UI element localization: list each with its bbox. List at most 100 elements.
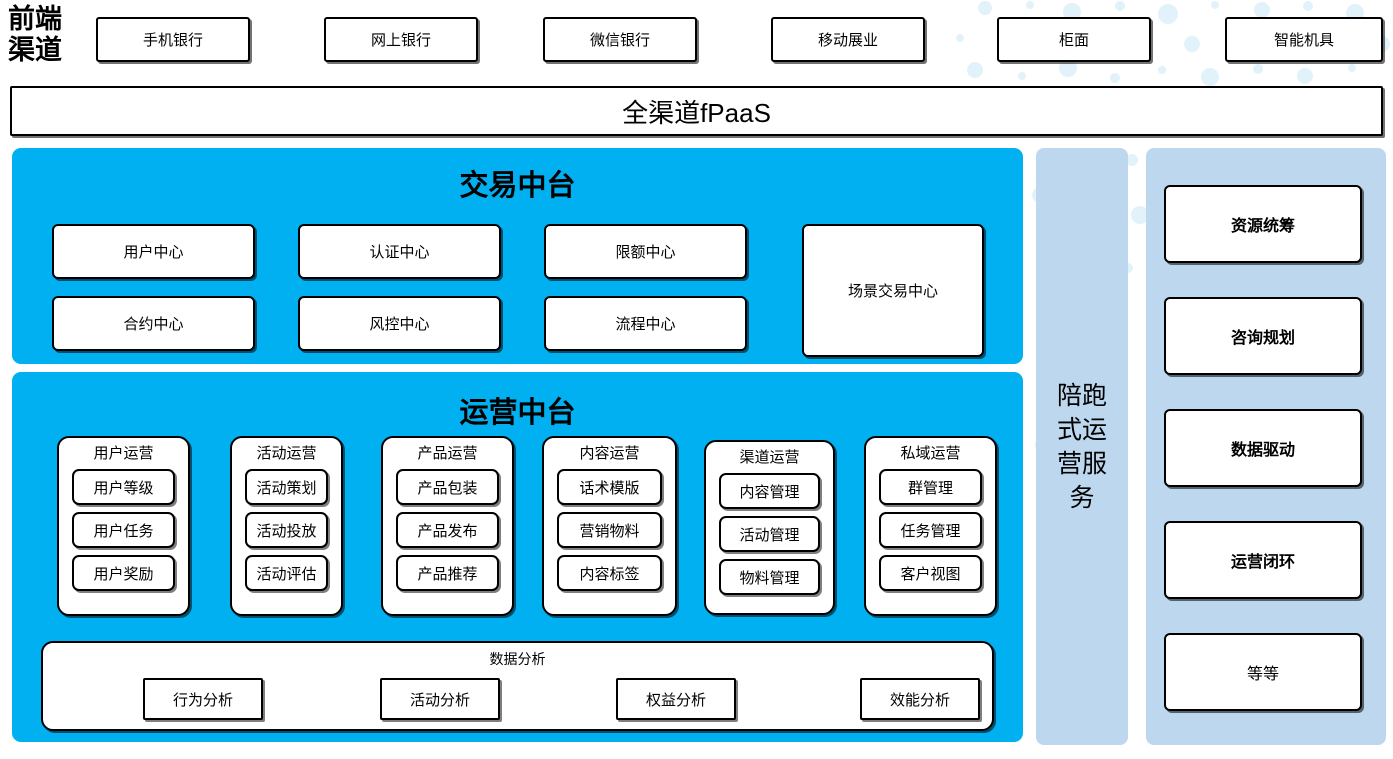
ops-group-5: 渠道运营内容管理活动管理物料管理	[704, 440, 835, 615]
ops-item-label: 营销物料	[579, 522, 640, 540]
service-pillar-label: 等等	[1246, 666, 1279, 683]
ops-item-label: 客户视图	[900, 565, 961, 583]
channel-label: 手机银行	[142, 32, 203, 49]
trade-node-label: 认证中心	[369, 244, 430, 261]
trade-node-5[interactable]: 合约中心	[52, 296, 255, 351]
service-pillar-label: 资源统筹	[1230, 218, 1295, 235]
ops-group-3: 产品运营产品包装产品发布产品推荐	[381, 436, 514, 616]
ops-group-title: 产品运营	[417, 445, 478, 462]
ops-item-label: 产品推荐	[417, 565, 478, 583]
service-pillar-5[interactable]: 等等	[1164, 633, 1362, 711]
service-pillar-2[interactable]: 咨询规划	[1164, 297, 1362, 375]
ops-item-label: 用户等级	[93, 479, 154, 497]
channel-label: 移动展业	[817, 32, 878, 49]
trade-node-7[interactable]: 流程中心	[544, 296, 747, 351]
ops-group-4-item-1[interactable]: 话术模版	[557, 469, 662, 505]
trade-node-4[interactable]: 场景交易中心	[802, 224, 984, 357]
ops-group-4-item-3[interactable]: 内容标签	[557, 555, 662, 591]
trade-node-label: 风控中心	[369, 316, 430, 333]
ops-group-2-item-1[interactable]: 活动策划	[245, 469, 328, 505]
service-pillar-1[interactable]: 资源统筹	[1164, 185, 1362, 263]
ops-group-1-item-1[interactable]: 用户等级	[72, 469, 175, 505]
ops-group-6-item-3[interactable]: 客户视图	[879, 555, 982, 591]
channel-box-4[interactable]: 移动展业	[771, 17, 925, 62]
channel-box-6[interactable]: 智能机具	[1225, 17, 1383, 62]
fpaas-bar[interactable]: 全渠道fPaaS	[10, 86, 1383, 136]
ops-group-1-item-2[interactable]: 用户任务	[72, 512, 175, 548]
trade-node-label: 流程中心	[615, 316, 676, 333]
ops-group-title: 用户运营	[93, 445, 154, 462]
channel-box-5[interactable]: 柜面	[997, 17, 1151, 62]
ops-group-5-item-2[interactable]: 活动管理	[719, 516, 820, 552]
ops-item-label: 物料管理	[739, 569, 800, 587]
ops-group-5-item-3[interactable]: 物料管理	[719, 559, 820, 595]
data-analysis-item-4[interactable]: 效能分析	[860, 678, 980, 720]
data-analysis-item-label: 行为分析	[172, 691, 233, 709]
service-pillar-label: 运营闭环	[1230, 554, 1295, 571]
trade-node-2[interactable]: 认证中心	[298, 224, 501, 279]
ops-item-label: 群管理	[907, 479, 953, 497]
data-analysis-item-3[interactable]: 权益分析	[616, 678, 736, 720]
data-analysis-item-2[interactable]: 活动分析	[380, 678, 500, 720]
ops-item-label: 活动投放	[256, 522, 317, 540]
data-analysis-item-label: 效能分析	[889, 691, 950, 709]
channel-label: 网上银行	[370, 32, 431, 49]
service-pillars-column: 资源统筹咨询规划数据驱动运营闭环等等	[1146, 148, 1386, 745]
ops-item-label: 内容标签	[579, 565, 640, 583]
channel-label: 智能机具	[1273, 32, 1334, 49]
ops-item-label: 话术模版	[579, 479, 640, 497]
ops-group-title: 渠道运营	[739, 449, 800, 466]
ops-group-title: 活动运营	[256, 445, 317, 462]
service-pillar-label: 咨询规划	[1230, 330, 1295, 347]
ops-group-2-item-2[interactable]: 活动投放	[245, 512, 328, 548]
trade-node-label: 用户中心	[123, 244, 184, 261]
channel-box-3[interactable]: 微信银行	[543, 17, 697, 62]
service-pillar-3[interactable]: 数据驱动	[1164, 409, 1362, 487]
ops-group-6: 私域运营群管理任务管理客户视图	[864, 436, 997, 616]
ops-group-3-item-2[interactable]: 产品发布	[396, 512, 499, 548]
ops-item-label: 内容管理	[739, 483, 800, 501]
trade-node-label: 场景交易中心	[847, 283, 938, 300]
accompanying-service-label: 陪跑 式运 营服 务	[1056, 381, 1107, 512]
channel-label: 微信银行	[589, 32, 650, 49]
ops-item-label: 用户任务	[93, 522, 154, 540]
trade-node-label: 合约中心	[123, 316, 184, 333]
service-pillar-4[interactable]: 运营闭环	[1164, 521, 1362, 599]
trade-node-3[interactable]: 限额中心	[544, 224, 747, 279]
data-analysis-title: 数据分析	[489, 651, 546, 667]
ops-item-label: 任务管理	[900, 522, 961, 540]
data-analysis-card: 数据分析 行为分析 活动分析 权益分析 效能分析	[41, 641, 994, 731]
ops-group-1: 用户运营用户等级用户任务用户奖励	[57, 436, 190, 616]
ops-group-3-item-3[interactable]: 产品推荐	[396, 555, 499, 591]
ops-group-4: 内容运营话术模版营销物料内容标签	[542, 436, 677, 616]
ops-item-label: 产品包装	[417, 479, 478, 497]
ops-group-3-item-1[interactable]: 产品包装	[396, 469, 499, 505]
ops-item-label: 产品发布	[417, 522, 478, 540]
front-channel-label: 前端渠道	[8, 4, 62, 65]
ops-item-label: 活动评估	[256, 565, 317, 583]
ops-item-label: 活动策划	[256, 479, 317, 497]
channel-box-2[interactable]: 网上银行	[324, 17, 478, 62]
data-analysis-item-label: 权益分析	[645, 691, 706, 709]
ops-platform-title: 运营中台	[459, 397, 576, 429]
data-analysis-item-label: 活动分析	[409, 691, 470, 709]
trade-node-6[interactable]: 风控中心	[298, 296, 501, 351]
trade-platform-title: 交易中台	[459, 170, 576, 202]
channel-box-1[interactable]: 手机银行	[96, 17, 250, 62]
ops-item-label: 用户奖励	[93, 565, 154, 583]
channel-label: 柜面	[1058, 32, 1089, 49]
trade-node-1[interactable]: 用户中心	[52, 224, 255, 279]
accompanying-service-column: 陪跑 式运 营服 务	[1036, 148, 1128, 745]
ops-group-2-item-3[interactable]: 活动评估	[245, 555, 328, 591]
ops-group-title: 内容运营	[579, 445, 640, 462]
data-analysis-item-1[interactable]: 行为分析	[143, 678, 263, 720]
trade-node-label: 限额中心	[615, 244, 676, 261]
ops-item-label: 活动管理	[739, 526, 800, 544]
trade-platform-panel: 交易中台 用户中心 认证中心 限额中心场景交易中心合约中心 风控中心 流程中心	[12, 148, 1023, 364]
ops-group-1-item-3[interactable]: 用户奖励	[72, 555, 175, 591]
ops-group-6-item-1[interactable]: 群管理	[879, 469, 982, 505]
ops-group-5-item-1[interactable]: 内容管理	[719, 473, 820, 509]
ops-group-6-item-2[interactable]: 任务管理	[879, 512, 982, 548]
ops-group-4-item-2[interactable]: 营销物料	[557, 512, 662, 548]
ops-group-2: 活动运营活动策划活动投放活动评估	[230, 436, 343, 616]
